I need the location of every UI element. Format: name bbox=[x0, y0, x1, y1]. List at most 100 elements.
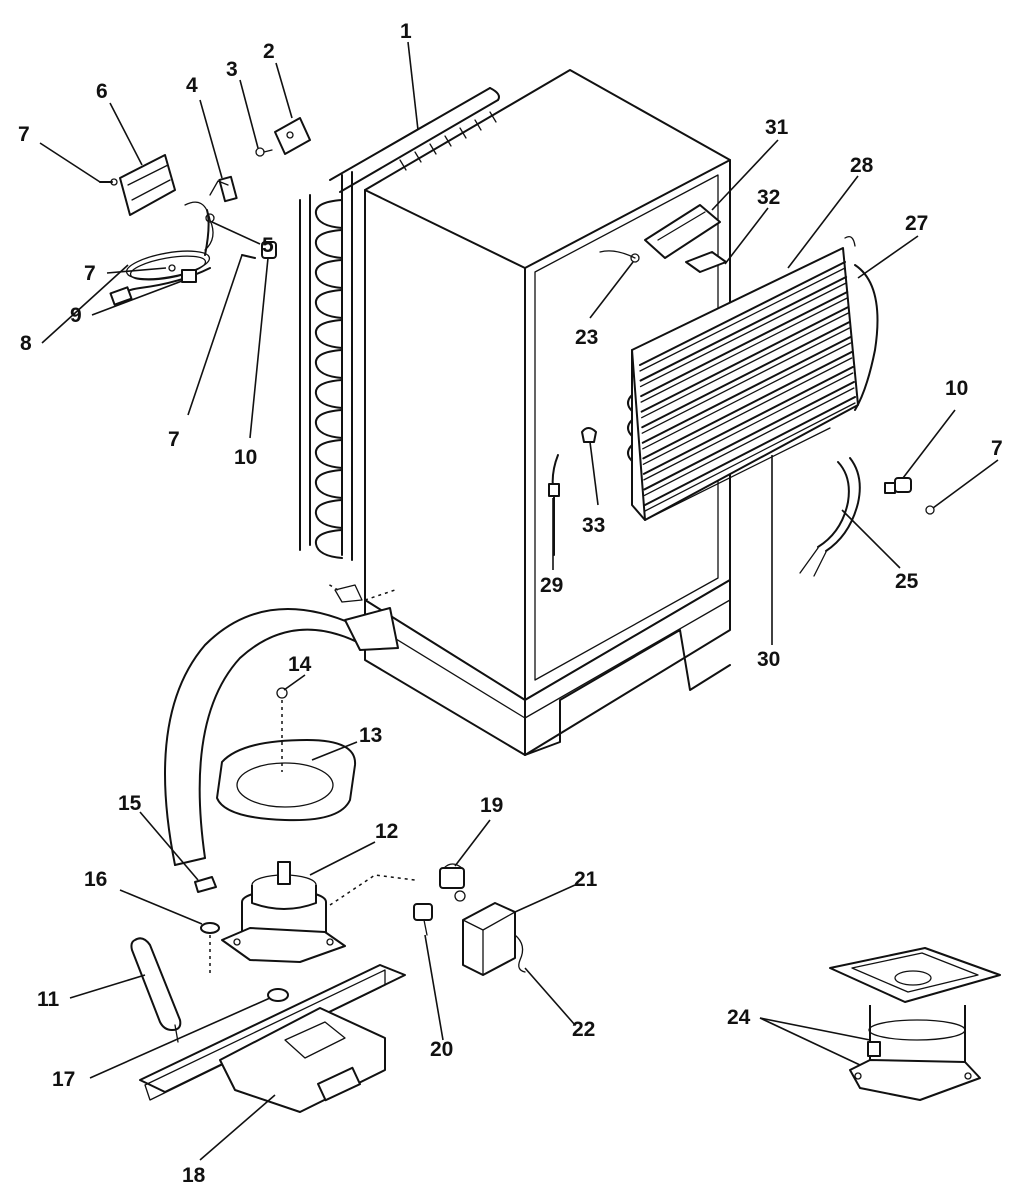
callout-7: 7 bbox=[84, 262, 96, 285]
callout-7: 7 bbox=[168, 428, 180, 451]
evaporator-fin bbox=[639, 282, 847, 388]
evaporator-tube bbox=[642, 351, 853, 460]
callout-27: 27 bbox=[905, 212, 928, 235]
compressor-assembly-part-24 bbox=[829, 947, 1001, 1101]
screw-part-7-a bbox=[99, 178, 118, 186]
callout-14: 14 bbox=[288, 653, 312, 676]
callout-18: 18 bbox=[182, 1164, 206, 1187]
wire-part-22 bbox=[514, 934, 526, 973]
harness-part-5 bbox=[184, 201, 215, 251]
relay-part-4 bbox=[209, 175, 238, 203]
coil-loop bbox=[314, 439, 343, 469]
leader-lines bbox=[39, 41, 999, 1161]
coil-wire bbox=[399, 159, 407, 171]
callout-25: 25 bbox=[895, 570, 919, 593]
evaporator-fin bbox=[641, 327, 851, 434]
evaporator-tube bbox=[639, 261, 846, 366]
drain-hose-part-25 bbox=[799, 457, 861, 577]
coil-wire bbox=[489, 111, 497, 123]
evaporator-fin bbox=[642, 357, 853, 465]
callout-30: 30 bbox=[757, 648, 780, 671]
drain-pan-part-13 bbox=[216, 700, 357, 822]
evaporator-fin bbox=[643, 372, 854, 481]
callout-8: 8 bbox=[20, 332, 32, 355]
evaporator-fin bbox=[644, 402, 856, 512]
condenser-coil bbox=[299, 87, 500, 561]
coil-loop bbox=[314, 229, 343, 259]
callout-22: 22 bbox=[572, 1018, 595, 1041]
condensate-drain-tube bbox=[164, 583, 399, 866]
evaporator-tube bbox=[640, 306, 850, 413]
callout-16: 16 bbox=[84, 868, 107, 891]
coil-wire bbox=[459, 127, 467, 139]
callout-21: 21 bbox=[574, 868, 598, 891]
grommet-part-14 bbox=[276, 687, 288, 699]
callout-17: 17 bbox=[52, 1068, 75, 1091]
callout-7: 7 bbox=[18, 123, 30, 146]
callout-10: 10 bbox=[234, 446, 257, 469]
bracket-part-2 bbox=[274, 117, 311, 155]
callout-23: 23 bbox=[575, 326, 598, 349]
callout-10: 10 bbox=[945, 377, 968, 400]
evaporator-tube bbox=[642, 366, 854, 475]
callout-31: 31 bbox=[765, 116, 789, 139]
evaporator-fin bbox=[640, 297, 848, 403]
callout-4: 4 bbox=[186, 74, 198, 97]
dryer-part-11 bbox=[130, 937, 182, 1043]
coil-wire bbox=[414, 151, 422, 163]
screw-part-3 bbox=[255, 147, 273, 157]
callout-3: 3 bbox=[226, 58, 238, 81]
evaporator-tube bbox=[641, 321, 851, 429]
callout-9: 9 bbox=[70, 304, 82, 327]
coil-loop bbox=[314, 259, 343, 289]
tube-part-29 bbox=[548, 454, 560, 556]
evaporator-tube bbox=[639, 276, 848, 382]
callout-11: 11 bbox=[37, 988, 60, 1011]
coil-loop bbox=[314, 529, 343, 559]
callout-1: 1 bbox=[400, 20, 412, 43]
power-cord-part-8 bbox=[109, 209, 211, 306]
evaporator-fin bbox=[641, 312, 849, 419]
coil-wire bbox=[429, 143, 437, 155]
evaporator-coil bbox=[627, 235, 879, 521]
clamp-part-9 bbox=[168, 264, 197, 283]
coil-loop bbox=[314, 289, 343, 319]
callout-12: 12 bbox=[375, 820, 398, 843]
cover-part-6 bbox=[119, 154, 176, 216]
callout-6: 6 bbox=[96, 80, 108, 103]
capacitor-part-21 bbox=[462, 902, 516, 976]
clip-part-10-a bbox=[241, 241, 277, 259]
callout-32: 32 bbox=[757, 186, 780, 209]
grommet-part-17 bbox=[267, 988, 289, 1002]
coil-wire bbox=[474, 119, 482, 131]
callout-2: 2 bbox=[263, 40, 275, 63]
evaporator-tube bbox=[640, 291, 849, 398]
bracket-part-31 bbox=[644, 204, 721, 259]
refrigerator-cabinet bbox=[364, 69, 731, 756]
callout-5: 5 bbox=[262, 234, 274, 257]
evaporator-fin bbox=[642, 342, 852, 450]
callout-15: 15 bbox=[118, 792, 142, 815]
callout-7: 7 bbox=[991, 437, 1003, 460]
overload-part-20 bbox=[413, 903, 433, 936]
base-bracket-part-18 bbox=[139, 964, 406, 1113]
compressor-part-12 bbox=[221, 861, 416, 963]
evaporator-tube bbox=[641, 336, 852, 444]
evaporator-tube bbox=[644, 396, 856, 506]
screw-part-7-d bbox=[925, 505, 935, 515]
evaporator-tube bbox=[643, 381, 855, 491]
callout-19: 19 bbox=[480, 794, 503, 817]
coil-loop bbox=[314, 409, 343, 439]
sensor-part-33 bbox=[581, 427, 597, 443]
coil-loop bbox=[314, 319, 343, 349]
coil-loop bbox=[314, 469, 343, 499]
callout-33: 33 bbox=[582, 514, 605, 537]
coil-loop bbox=[314, 349, 343, 379]
callout-20: 20 bbox=[430, 1038, 453, 1061]
wire-part-23 bbox=[599, 250, 640, 263]
washer-part-16 bbox=[200, 922, 220, 975]
clip-part-10-b bbox=[884, 477, 912, 494]
evaporator-fin bbox=[639, 267, 846, 372]
